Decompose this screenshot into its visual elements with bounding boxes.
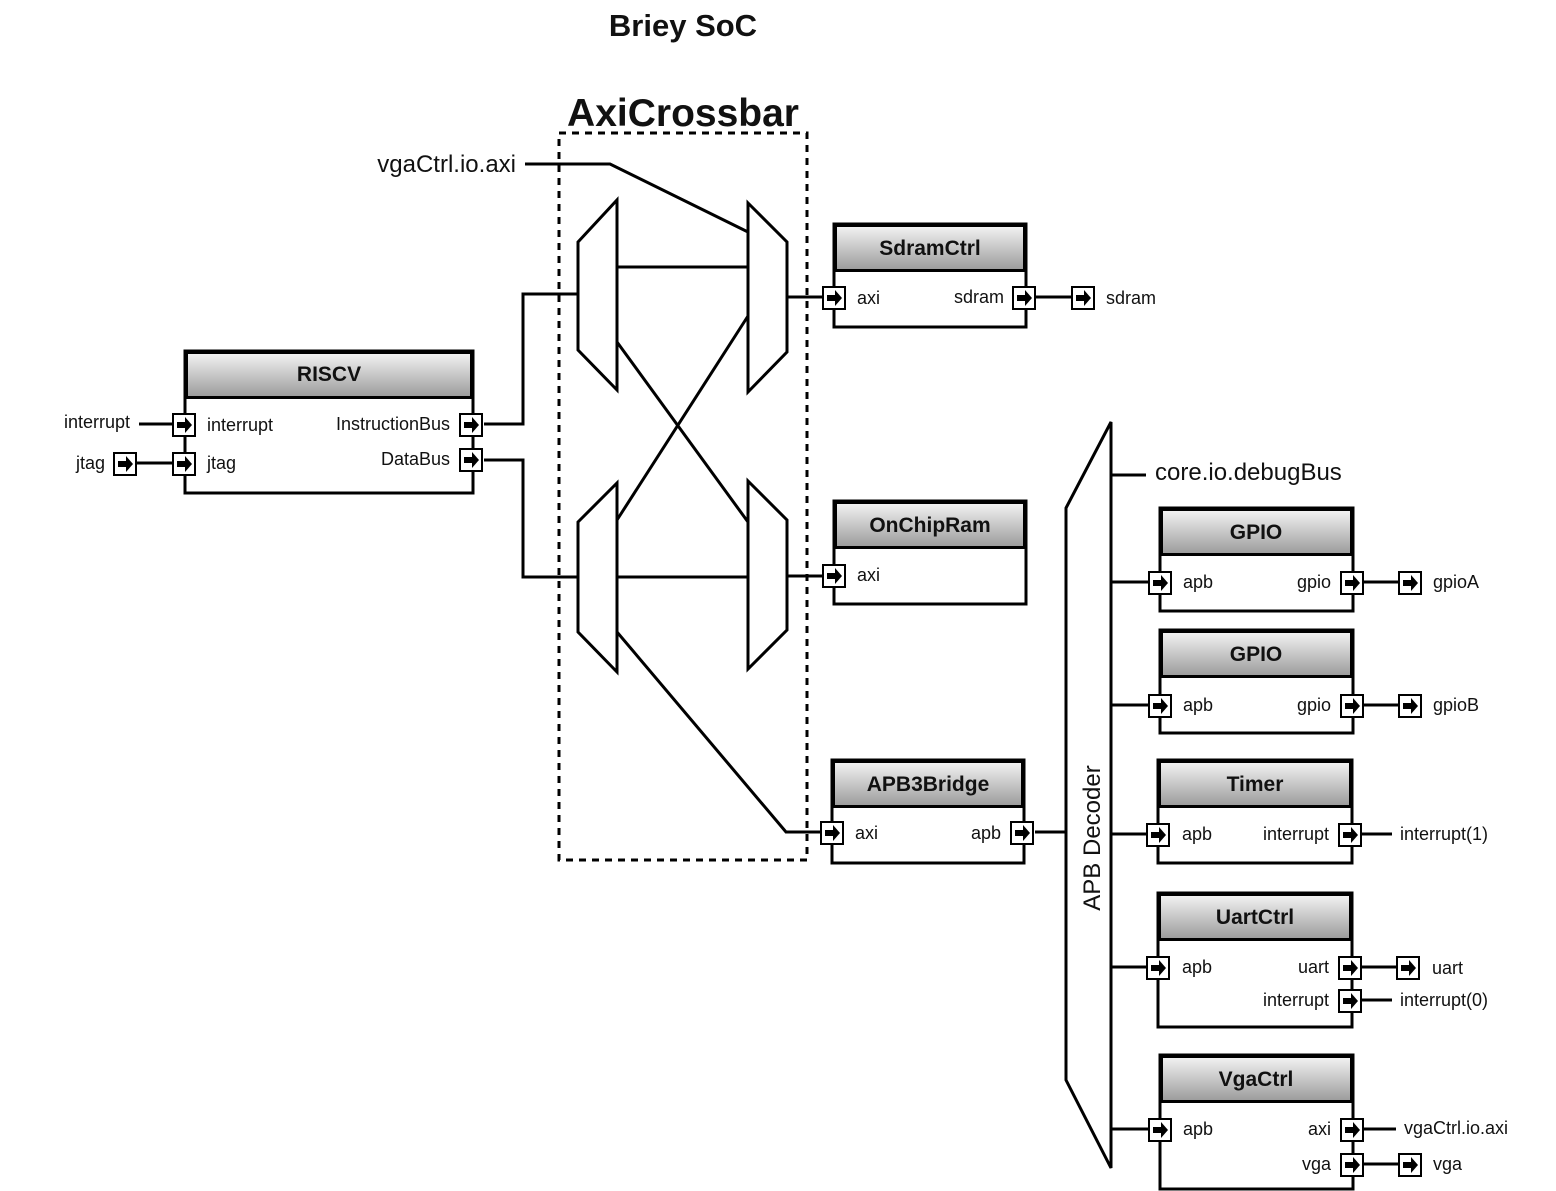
vga-axi-input-label: vgaCtrl.io.axi	[377, 151, 516, 178]
timer-block: Timer apb interrupt	[1146, 758, 1362, 865]
jtag-input-label: jtag	[75, 453, 105, 473]
riscv-name: RISCV	[297, 363, 361, 386]
debug-bus-label: core.io.debugBus	[1155, 459, 1342, 486]
gpioA-output-label: gpioA	[1433, 572, 1479, 592]
uart-output-pin	[1396, 956, 1420, 980]
vga-output-label: vga	[1433, 1154, 1463, 1174]
onchipram-block: OnChipRam axi	[822, 499, 1028, 606]
riscv-port-databus: DataBus	[381, 449, 450, 469]
riscv-block: RISCV interrupt jtag InstructionBus Data…	[172, 349, 483, 495]
gpioA-output-pin	[1398, 571, 1422, 595]
uartctrl-port-interrupt: interrupt	[1263, 990, 1329, 1010]
uart-output-label: uart	[1432, 958, 1463, 978]
wires	[136, 162, 1398, 1166]
sdramctrl-port-axi: axi	[857, 288, 880, 308]
timer-interrupt-output-label: interrupt(1)	[1400, 824, 1488, 844]
riscv-port-instructionbus: InstructionBus	[336, 414, 450, 434]
riscv-port-interrupt: interrupt	[207, 415, 273, 435]
vga-axi-output-label: vgaCtrl.io.axi	[1404, 1118, 1508, 1138]
riscv-port-jtag: jtag	[206, 453, 236, 473]
apb3bridge-port-apb: apb	[971, 823, 1001, 843]
apb-decoder-label: APB Decoder	[1079, 765, 1106, 910]
apb3bridge-port-axi: axi	[855, 823, 878, 843]
timer-name: Timer	[1227, 773, 1284, 796]
sdramctrl-name: SdramCtrl	[879, 237, 981, 260]
gpioB-output-pin	[1398, 694, 1422, 718]
onchipram-port-axi: axi	[857, 565, 880, 585]
gpio-a-block: GPIO apb gpio	[1148, 506, 1364, 613]
gpio-a-port-gpio: gpio	[1297, 572, 1331, 592]
uart-interrupt-output-label: interrupt(0)	[1400, 990, 1488, 1010]
uartctrl-port-uart: uart	[1298, 957, 1329, 977]
crossbar-master-mux-top	[576, 196, 619, 394]
gpio-a-name: GPIO	[1230, 521, 1283, 544]
vgactrl-port-vga: vga	[1302, 1154, 1332, 1174]
diagram-title: Briey SoC	[609, 8, 757, 43]
onchipram-name: OnChipRam	[869, 514, 990, 537]
crossbar-master-mux-bottom	[576, 479, 619, 676]
vgactrl-port-apb: apb	[1183, 1119, 1213, 1139]
vgactrl-name: VgaCtrl	[1219, 1068, 1294, 1091]
vga-output-pin	[1398, 1153, 1422, 1177]
sdram-output-label: sdram	[1106, 288, 1156, 308]
uartctrl-name: UartCtrl	[1216, 906, 1294, 929]
gpioB-output-label: gpioB	[1433, 695, 1479, 715]
apb-decoder	[1064, 421, 1113, 1169]
timer-port-apb: apb	[1182, 824, 1212, 844]
crossbar-boundary	[557, 131, 809, 862]
gpio-b-port-apb: apb	[1183, 695, 1213, 715]
apb3bridge-block: APB3Bridge axi apb	[820, 758, 1034, 865]
crossbar-slave-mux-top	[746, 199, 789, 396]
sdramctrl-port-sdram: sdram	[954, 287, 1004, 307]
uartctrl-port-apb: apb	[1182, 957, 1212, 977]
jtag-input-pin	[113, 452, 137, 476]
crossbar-slave-mux-bottom	[746, 477, 789, 673]
vgactrl-block: VgaCtrl apb axi vga	[1148, 1053, 1364, 1191]
gpio-b-name: GPIO	[1230, 643, 1283, 666]
apb3bridge-name: APB3Bridge	[867, 773, 990, 796]
timer-port-interrupt: interrupt	[1263, 824, 1329, 844]
vgactrl-port-axi: axi	[1308, 1119, 1331, 1139]
gpio-b-block: GPIO apb gpio	[1148, 628, 1364, 735]
sdramctrl-block: SdramCtrl axi sdram	[822, 222, 1036, 329]
gpio-a-port-apb: apb	[1183, 572, 1213, 592]
sdram-output-pin	[1071, 286, 1095, 310]
interrupt-input-label: interrupt	[64, 412, 130, 432]
crossbar-label: AxiCrossbar	[567, 92, 799, 135]
gpio-b-port-gpio: gpio	[1297, 695, 1331, 715]
uartctrl-block: UartCtrl apb uart interrupt	[1146, 891, 1362, 1029]
